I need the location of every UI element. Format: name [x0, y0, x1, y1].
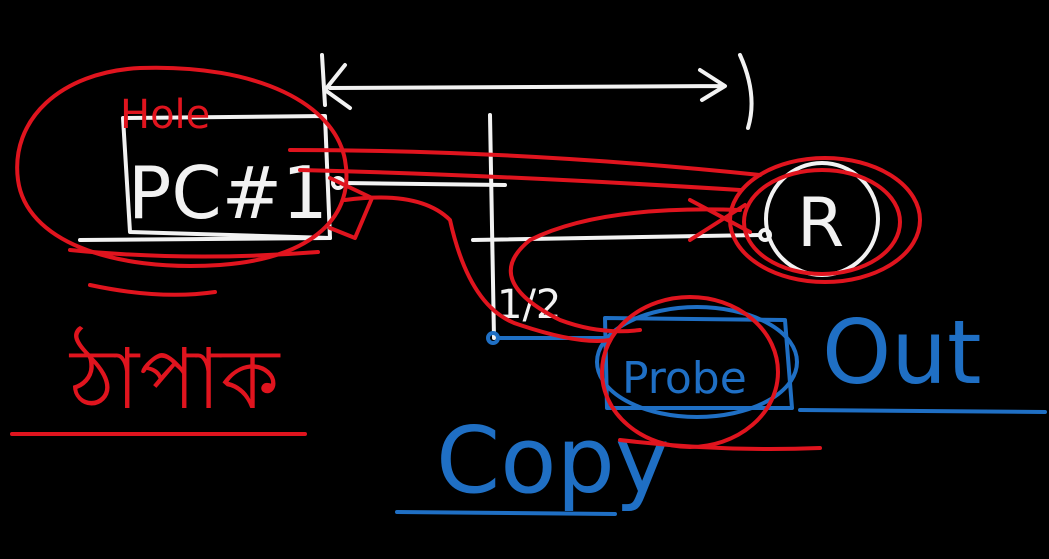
pc-label: PC#1: [128, 151, 328, 235]
red-note-label: ঠাপাক: [68, 326, 281, 428]
red-strokes: [10, 65, 922, 451]
copy-underline: [395, 510, 617, 516]
probe-circle: [595, 305, 799, 419]
switch-bar: [488, 113, 496, 340]
probe-box: [603, 316, 794, 410]
switch-router-link: [471, 233, 762, 242]
traffic-loop: [508, 207, 742, 334]
router-highlight-inner: [742, 168, 902, 276]
out-label: Out: [822, 301, 982, 404]
probe-highlight-tail: [618, 438, 822, 451]
router-label: R: [797, 184, 844, 263]
pc-highlight-tail: [68, 248, 320, 297]
probe-label: Probe: [622, 353, 747, 404]
out-underline: [798, 408, 1047, 414]
pc-highlight-circle: [15, 65, 349, 268]
pc-note-label: Hole: [120, 92, 210, 138]
distance-arrow: [323, 63, 727, 110]
pc-box-base: [78, 236, 332, 242]
traffic-cross: [328, 176, 752, 242]
pc-switch-link: [342, 181, 507, 187]
traffic-path-upper: [288, 148, 762, 192]
copy-label: Copy: [436, 407, 669, 514]
distance-bracket: [320, 53, 754, 130]
traffic-path-lower: [343, 195, 612, 343]
blue-strokes: [395, 305, 1047, 516]
